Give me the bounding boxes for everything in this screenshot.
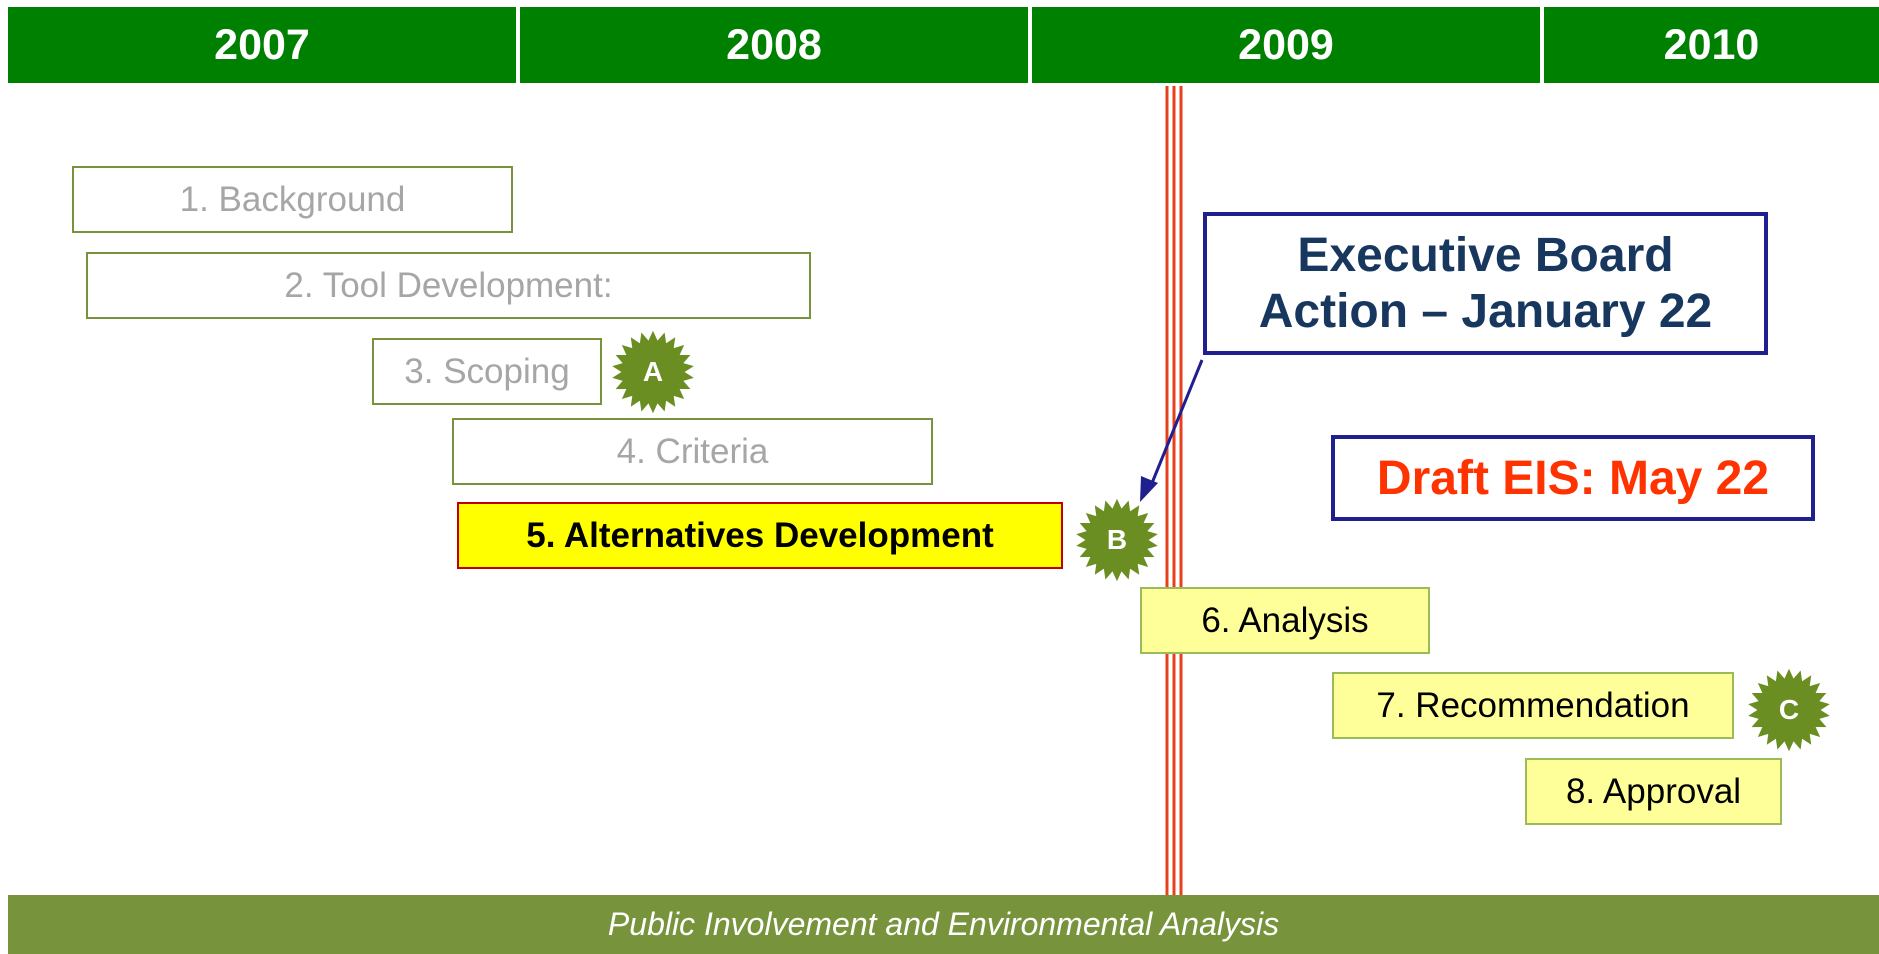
milestone-b-label: B	[1106, 524, 1128, 555]
executive-board-callout: Executive Board Action – January 22	[1203, 212, 1768, 355]
starburst-icon	[1744, 665, 1834, 755]
footer-band: Public Involvement and Environmental Ana…	[8, 895, 1879, 954]
milestone-a-label: A	[642, 356, 664, 387]
task-tool-development: 2. Tool Development:	[86, 252, 811, 319]
year-2009: 2009	[1032, 7, 1540, 83]
task-approval: 8. Approval	[1525, 758, 1782, 825]
milestone-a: A	[608, 327, 698, 417]
year-2008: 2008	[520, 7, 1028, 83]
task-criteria: 4. Criteria	[452, 418, 933, 485]
task-recommendation: 7. Recommendation	[1332, 672, 1734, 739]
task-background: 1. Background	[72, 166, 513, 233]
milestone-b: B	[1072, 495, 1162, 585]
draft-eis-callout: Draft EIS: May 22	[1331, 435, 1815, 521]
starburst-icon	[1072, 495, 1162, 585]
year-2010: 2010	[1544, 7, 1879, 83]
milestone-c: C	[1744, 665, 1834, 755]
milestone-c-label: C	[1778, 694, 1800, 725]
today-line	[1165, 86, 1183, 901]
task-scoping: 3. Scoping	[372, 338, 602, 405]
year-2007: 2007	[8, 7, 516, 83]
task-analysis: 6. Analysis	[1140, 587, 1430, 654]
task-alternatives-development: 5. Alternatives Development	[457, 502, 1063, 569]
starburst-icon	[608, 327, 698, 417]
